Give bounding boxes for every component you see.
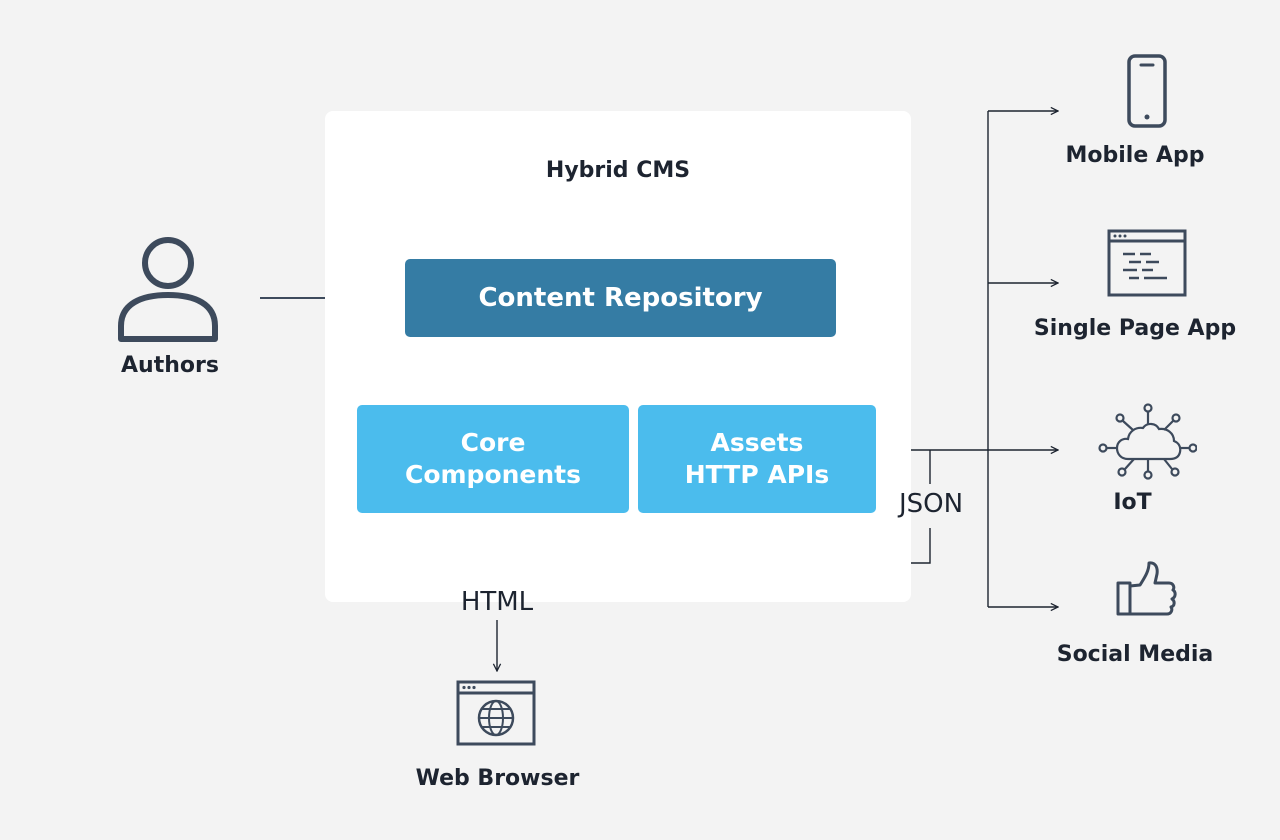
content-repository-box: Content Repository (405, 259, 836, 337)
cloud-network-icon (1097, 402, 1197, 482)
assets-apis-box: Assets HTTP APIs (638, 405, 876, 513)
json-label: JSON (898, 489, 964, 519)
mobile-app-label: Mobile App (1065, 143, 1205, 168)
assets-apis-line1: Assets (710, 428, 804, 457)
thumbs-up-icon (1115, 559, 1177, 617)
authors-label: Authors (121, 353, 219, 378)
iot-label: IoT (1113, 490, 1152, 515)
core-components-box: Core Components (357, 405, 629, 513)
social-media-label: Social Media (1056, 642, 1214, 667)
core-components-line1: Core (460, 428, 526, 457)
html-label: HTML (460, 587, 534, 617)
code-window-icon (1107, 229, 1187, 297)
web-browser-label: Web Browser (415, 766, 580, 791)
smartphone-icon (1127, 54, 1167, 128)
single-page-app-label: Single Page App (1033, 316, 1237, 341)
content-repository-label: Content Repository (478, 283, 763, 313)
assets-apis-line2: HTTP APIs (684, 460, 830, 489)
globe-browser-icon (456, 680, 536, 746)
person-icon (116, 232, 220, 344)
panel-title: Hybrid CMS (545, 158, 691, 183)
hybrid-cms-panel (325, 111, 911, 602)
core-components-line2: Components (404, 460, 582, 489)
